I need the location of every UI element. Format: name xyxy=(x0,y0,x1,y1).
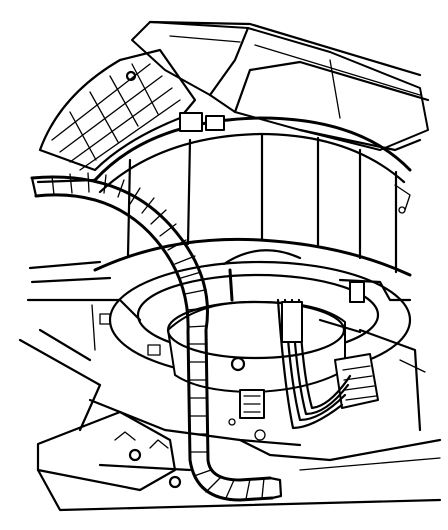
wire-bundle xyxy=(276,298,352,430)
blower-wheel xyxy=(93,112,412,277)
right-brackets xyxy=(318,278,426,432)
left-panels xyxy=(18,178,161,432)
floor-panel xyxy=(36,457,442,512)
upper-housing xyxy=(131,20,430,152)
lower-shroud xyxy=(36,389,442,492)
air-inlet-screen xyxy=(38,48,197,172)
corrugated-conduit xyxy=(30,172,283,502)
